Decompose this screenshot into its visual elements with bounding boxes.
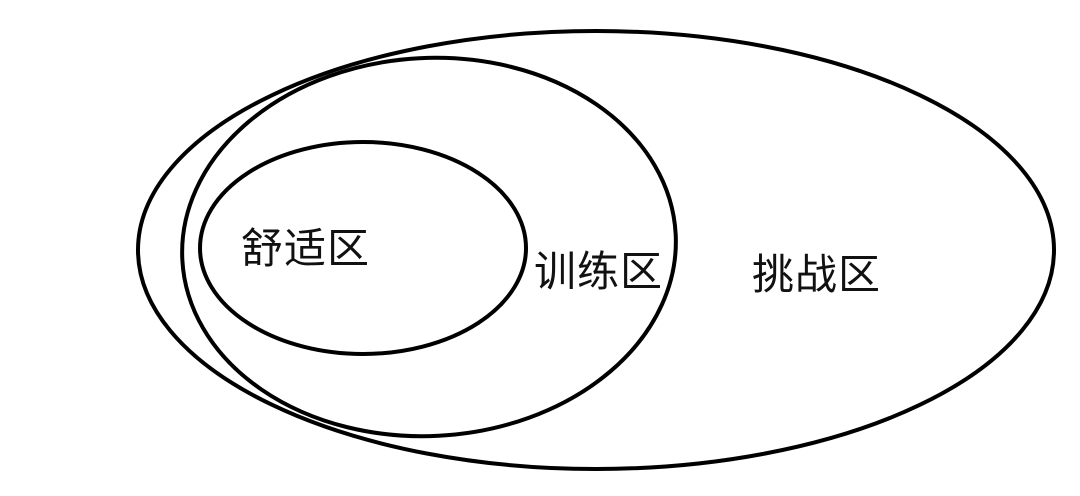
challenge-zone-ellipse — [136, 29, 1056, 471]
training-zone-ellipse — [180, 55, 678, 439]
comfort-zone-label: 舒适区 — [241, 224, 371, 273]
comfort-zone-ellipse — [198, 140, 528, 356]
challenge-zone-label: 挑战区 — [752, 250, 882, 299]
training-zone-label: 训练区 — [534, 247, 664, 296]
